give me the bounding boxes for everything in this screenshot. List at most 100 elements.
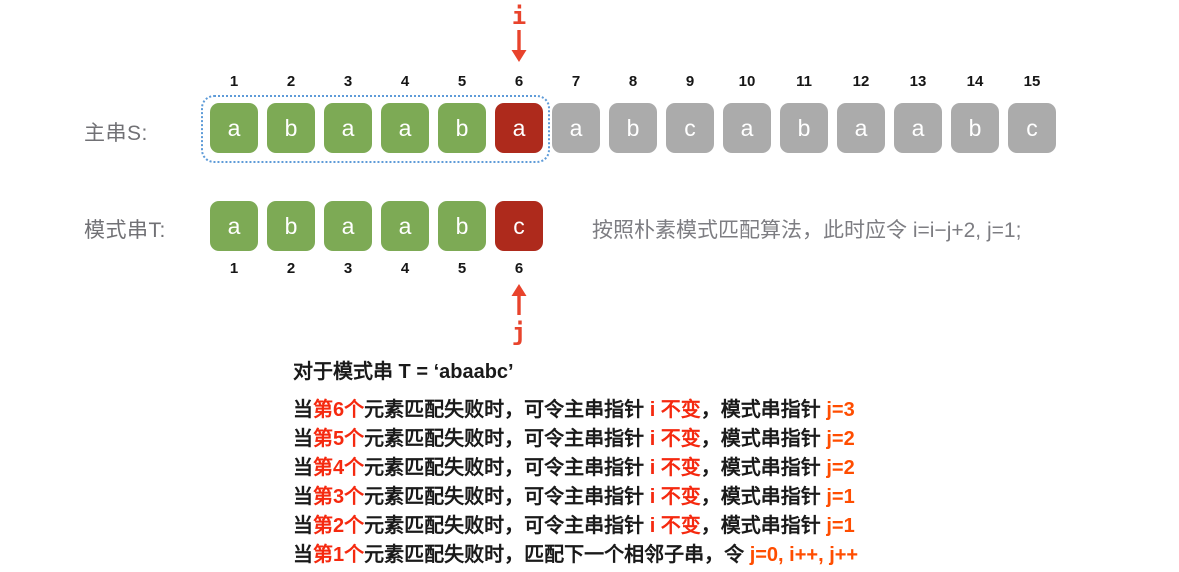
cell-box-gray: a — [552, 103, 600, 153]
cell-box-red: c — [495, 201, 543, 251]
explanation-line: 当第3个元素匹配失败时，可令主串指针 i 不变，模式串指针 j=1 — [293, 483, 858, 512]
text-segment: j=0, i++, j++ — [749, 544, 859, 566]
explanation-line: 当第2个元素匹配失败时，可令主串指针 i 不变，模式串指针 j=1 — [293, 512, 858, 541]
text-segment: i 不变 — [649, 486, 701, 508]
cell-box-green: a — [210, 201, 258, 251]
string-cell: 13 a — [894, 73, 942, 153]
cell-box-gray: a — [894, 103, 942, 153]
text-segment: 当 — [293, 486, 313, 508]
naive-algorithm-note: 按照朴素模式匹配算法，此时应令 i=i−j+2, j=1; — [592, 219, 1022, 242]
text-segment: ，模式串指针 — [700, 399, 827, 421]
cell-index: 1 — [229, 260, 239, 277]
string-cell: 10 a — [723, 73, 771, 153]
cell-index: 5 — [457, 73, 467, 90]
cell-index: 12 — [852, 73, 870, 90]
pointer-i: i — [479, 3, 559, 63]
cell-box-gray: a — [837, 103, 885, 153]
cell-box-gray: b — [780, 103, 828, 153]
text-segment: 元素匹配失败时，可令主串指针 — [364, 428, 650, 450]
string-cell: 12 a — [837, 73, 885, 153]
cell-index: 10 — [738, 73, 756, 90]
cell-index: 8 — [628, 73, 638, 90]
cell-index: 13 — [909, 73, 927, 90]
cell-box-green: a — [324, 201, 372, 251]
cell-box-green: b — [267, 201, 315, 251]
cell-index: 14 — [966, 73, 984, 90]
matched-region-outline — [201, 95, 550, 163]
cell-box-green: b — [267, 103, 315, 153]
cell-index: 11 — [796, 73, 812, 90]
cell-index: 6 — [514, 73, 524, 90]
text-segment: ，模式串指针 — [700, 486, 827, 508]
cell-box-green: a — [324, 103, 372, 153]
text-segment: i 不变 — [649, 428, 701, 450]
cell-box-gray: b — [609, 103, 657, 153]
cell-index: 3 — [343, 260, 353, 277]
pointer-i-label: i — [511, 2, 527, 30]
cell-index: 1 — [229, 73, 239, 90]
cell-index: 9 — [685, 73, 695, 90]
text-segment: 元素匹配失败时，可令主串指针 — [364, 399, 650, 421]
text-segment: 当 — [293, 544, 313, 566]
text-segment: j=3 — [826, 399, 855, 421]
explanation-line: 当第6个元素匹配失败时，可令主串指针 i 不变，模式串指针 j=3 — [293, 396, 858, 425]
explanation-line: 当第4个元素匹配失败时，可令主串指针 i 不变，模式串指针 j=2 — [293, 454, 858, 483]
text-segment: ，模式串指针 — [700, 457, 827, 479]
main-string-label: 主串S: — [84, 122, 148, 145]
text-segment: 第6个 — [313, 399, 365, 421]
cell-box-gray: a — [723, 103, 771, 153]
cell-box-gray: c — [1008, 103, 1056, 153]
text-segment: 元素匹配失败时，可令主串指针 — [364, 486, 650, 508]
text-segment: ，模式串指针 — [700, 515, 827, 537]
cell-box-green: b — [438, 103, 486, 153]
text-segment: 当 — [293, 399, 313, 421]
text-segment: 对于模式串 T = ‘abaabc’ — [293, 361, 514, 383]
cell-index: 6 — [514, 260, 524, 277]
cell-index: 4 — [400, 73, 410, 90]
text-segment: j=1 — [826, 515, 855, 537]
text-segment: i 不变 — [649, 515, 701, 537]
text-segment: i 不变 — [649, 399, 701, 421]
text-segment: 第3个 — [313, 486, 365, 508]
explanation-block: 对于模式串 T = ‘abaabc’当第6个元素匹配失败时，可令主串指针 i 不… — [293, 358, 858, 570]
cell-index: 3 — [343, 73, 353, 90]
text-segment: 第2个 — [313, 515, 365, 537]
cell-box-green: a — [210, 103, 258, 153]
cell-box-green: b — [438, 201, 486, 251]
text-segment: 当 — [293, 515, 313, 537]
text-segment: i 不变 — [649, 457, 701, 479]
text-segment: j=2 — [826, 457, 855, 479]
text-segment: 当 — [293, 428, 313, 450]
cell-index: 7 — [571, 73, 581, 90]
text-segment: 当 — [293, 457, 313, 479]
cell-box-green: a — [381, 103, 429, 153]
cell-index: 2 — [286, 73, 296, 90]
string-cell: 11 b — [780, 73, 828, 153]
pointer-j: j — [479, 284, 559, 345]
arrow-up-icon — [511, 284, 527, 315]
cell-index: 5 — [457, 260, 467, 277]
text-segment: j=1 — [826, 486, 855, 508]
cell-box-green: a — [381, 201, 429, 251]
arrow-down-icon — [511, 30, 527, 62]
cell-box-red: a — [495, 103, 543, 153]
text-segment: 元素匹配失败时，可令主串指针 — [364, 457, 650, 479]
text-segment: ，模式串指针 — [700, 428, 827, 450]
explanation-line: 对于模式串 T = ‘abaabc’ — [293, 358, 858, 387]
